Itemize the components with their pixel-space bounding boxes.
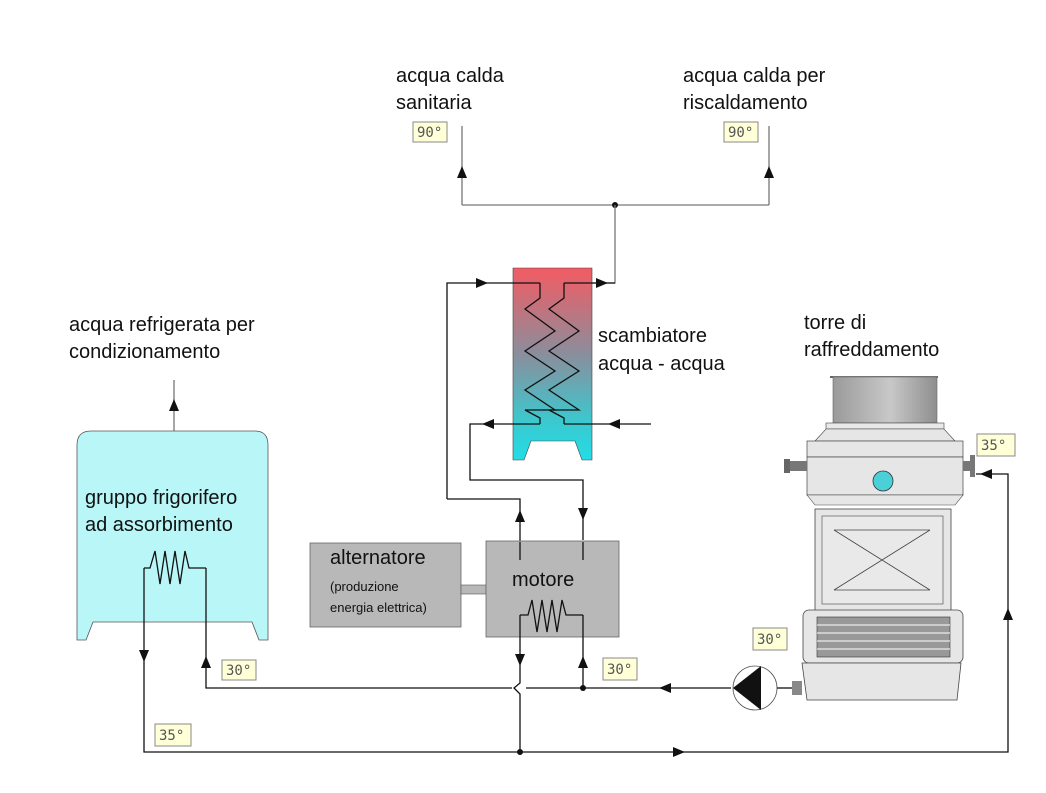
temp-tag-sanitary: 90°: [412, 121, 448, 143]
label-hot-heating: acqua calda per riscaldamento: [683, 65, 826, 114]
temp-tag-chiller-in: 30°: [221, 659, 257, 681]
svg-text:energia elettrica): energia elettrica): [330, 600, 427, 615]
circulation-pump: [732, 665, 802, 711]
alternator: alternatore (produzione energia elettric…: [309, 542, 462, 628]
svg-text:sanitaria: sanitaria: [396, 92, 472, 114]
svg-text:acqua calda per: acqua calda per: [683, 65, 826, 87]
engine-pipes: [513, 542, 731, 752]
svg-text:30°: 30°: [226, 663, 251, 679]
svg-text:riscaldamento: riscaldamento: [683, 92, 808, 114]
svg-text:90°: 90°: [417, 125, 442, 141]
temp-tag-tower-in: 35°: [976, 433, 1016, 457]
svg-text:acqua refrigerata per: acqua refrigerata per: [69, 314, 255, 336]
temp-tag-chiller-return: 35°: [154, 723, 192, 747]
cooling-tower: torre di raffreddamento: [784, 312, 975, 701]
svg-text:(produzione: (produzione: [330, 579, 399, 594]
alternator-label: alternatore: [330, 547, 426, 569]
temp-tag-tower-out: 30°: [752, 627, 788, 651]
label-hot-sanitary: acqua calda sanitaria: [396, 65, 505, 114]
chiller-label: gruppo frigorifero: [85, 487, 237, 509]
svg-text:30°: 30°: [607, 662, 632, 678]
svg-text:35°: 35°: [981, 438, 1006, 454]
temp-tag-engine-in: 30°: [602, 657, 638, 681]
tower-label: torre di: [804, 312, 866, 334]
absorption-chiller: gruppo frigorifero ad assorbimento: [76, 430, 269, 641]
engine-label: motore: [512, 569, 574, 591]
svg-text:90°: 90°: [728, 125, 753, 141]
temp-tag-heating: 90°: [723, 121, 759, 143]
label-chilled-water: acqua refrigerata per condizionamento: [69, 314, 255, 363]
hot-water-distribution-pipes: [457, 126, 774, 284]
shaft-coupling: [460, 584, 487, 595]
chiller-pipes: [139, 469, 1013, 757]
arrow-up-icon: [764, 166, 774, 178]
engine: motore: [485, 540, 620, 638]
heat-exchanger: scambiatore acqua - acqua: [512, 267, 726, 461]
svg-text:acqua - acqua: acqua - acqua: [598, 353, 726, 375]
exchanger-label: scambiatore: [598, 325, 707, 347]
arrow-up-icon: [457, 166, 467, 178]
svg-text:condizionamento: condizionamento: [69, 341, 220, 363]
svg-text:ad assorbimento: ad assorbimento: [85, 514, 233, 536]
svg-text:35°: 35°: [159, 728, 184, 744]
exchanger-pipes: [446, 278, 651, 542]
svg-text:acqua calda: acqua calda: [396, 65, 505, 87]
svg-text:30°: 30°: [757, 632, 782, 648]
svg-text:raffreddamento: raffreddamento: [804, 339, 939, 361]
